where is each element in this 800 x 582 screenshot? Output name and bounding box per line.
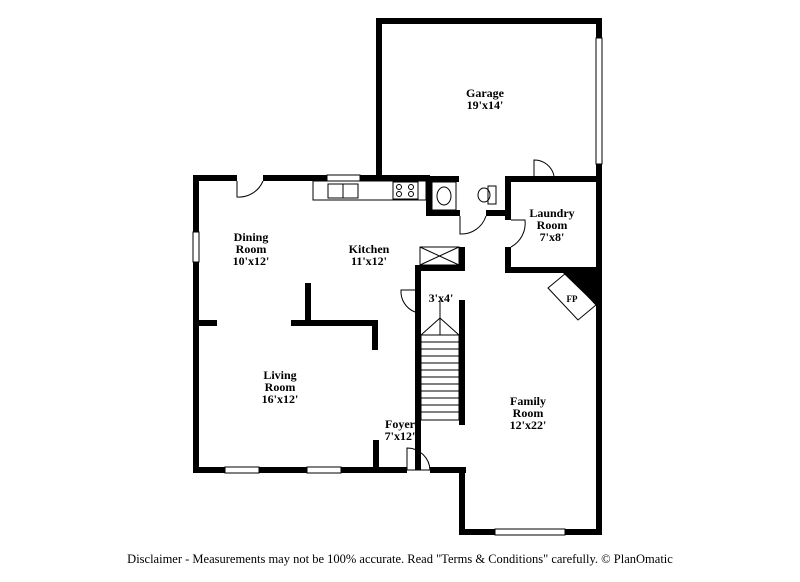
burner-icon [396, 184, 402, 190]
family-wall-left-step [459, 467, 465, 535]
walls [193, 18, 602, 535]
staircase [420, 300, 460, 421]
laundry-door-swing [510, 219, 526, 248]
bath-sink [436, 186, 452, 206]
house-wall-bottom-c [341, 467, 407, 473]
house-wall-top-b [263, 175, 327, 181]
laundry-wall-left-upper [505, 176, 511, 220]
toilet-tank [487, 185, 497, 205]
burner-icon [408, 191, 414, 197]
family-window [494, 528, 566, 536]
kitchen-pantry-wall [459, 247, 465, 267]
kitchen-counter [312, 180, 427, 201]
dining-size: 10'x12' [233, 254, 270, 268]
family-wall-right [596, 176, 602, 535]
toilet-bowl [477, 187, 491, 203]
garage-laundry-door-swing [533, 159, 555, 177]
garage-wall-right-upper [596, 18, 602, 38]
bath-wall-bottom [426, 210, 460, 216]
garage-size: 19'x14' [467, 98, 504, 112]
house-wall-bottom-b [259, 467, 307, 473]
burner-icon [396, 191, 402, 197]
stair-wall-right [459, 300, 465, 425]
hall-wall-vertical [415, 265, 421, 470]
stove [392, 181, 419, 200]
hall-wall-horizontal [415, 265, 465, 271]
closet-size: 3'x4' [429, 291, 454, 305]
laundry-size: 7'x8' [540, 230, 565, 244]
burner-icon [408, 184, 414, 190]
living-label-line1: Living [263, 368, 296, 382]
laundry-wall-left-lower [505, 247, 511, 273]
living-wall-left-stub [199, 320, 217, 326]
living-window-a [224, 466, 260, 474]
living-window-b [306, 466, 342, 474]
garage-label: Garage [466, 86, 505, 100]
family-wall-bottom-b [565, 529, 602, 535]
front-door-swing [406, 447, 431, 471]
dining-living-post [305, 283, 311, 325]
family-label-line1: Family [510, 394, 546, 408]
bath-door-swing [459, 215, 487, 235]
living-wall-stub [372, 320, 378, 350]
house-wall-bottom-a [193, 467, 225, 473]
house-wall-top-a [193, 175, 237, 181]
kitchen-size: 11'x12' [351, 254, 387, 268]
fireplace-label: FP [567, 294, 578, 304]
living-size: 16'x12' [262, 392, 299, 406]
family-size: 12'x22' [510, 418, 547, 432]
garage-door-window [595, 37, 603, 165]
garage-wall-top [376, 18, 601, 24]
garage-wall-left [376, 18, 382, 178]
dining-window [192, 231, 200, 263]
living-wall-horizontal [291, 320, 377, 326]
bath-wall-left [426, 176, 432, 214]
family-label-line2: Room [513, 406, 544, 420]
foyer-label: Foyer [385, 417, 416, 431]
stair-landing-break [420, 317, 460, 336]
house-wall-top-c [360, 175, 430, 181]
dining-door-swing [236, 180, 264, 198]
garage-wall-bottom [509, 176, 602, 182]
dining-label-line1: Dining [234, 230, 269, 244]
laundry-label-line1: Laundry [529, 206, 574, 220]
fireplace-box [547, 272, 597, 321]
house-wall-bottom-d [430, 467, 466, 473]
bath-vanity [431, 181, 457, 211]
closet-door-swing [400, 289, 416, 313]
refrigerator-mark [419, 246, 460, 266]
refrigerator [419, 246, 460, 266]
family-wall-bottom-a [459, 529, 495, 535]
house-wall-left-lower [193, 262, 199, 473]
house-wall-left-upper [193, 175, 199, 232]
foyer-wall-stub [373, 440, 379, 467]
kitchen-label: Kitchen [349, 242, 390, 256]
bath-wall-bottom-right [486, 210, 510, 216]
kitchen-window [326, 174, 361, 182]
windows [192, 37, 603, 536]
fixtures [312, 180, 597, 421]
laundry-wall-bottom [505, 267, 602, 273]
foyer-size: 7'x12' [385, 429, 416, 443]
living-label-line2: Room [265, 380, 296, 394]
fireplace-hearth [563, 273, 596, 305]
room-labels: Garage 19'x14' Laundry Room 7'x8' Dining… [233, 86, 578, 443]
dining-label-line2: Room [236, 242, 267, 256]
garage-wall-right-lower [596, 164, 602, 182]
laundry-label-line2: Room [537, 218, 568, 232]
disclaimer-text: Disclaimer - Measurements may not be 100… [127, 552, 673, 566]
garage-wall-bottom-left [426, 176, 459, 182]
doors [236, 159, 555, 471]
